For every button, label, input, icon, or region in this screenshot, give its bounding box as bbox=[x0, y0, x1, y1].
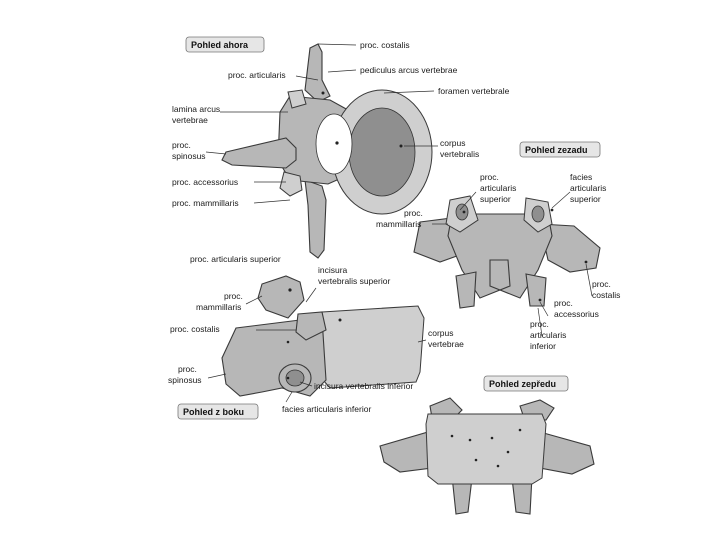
label-accessorius: proc. accessorius bbox=[172, 177, 238, 187]
label-back-mamm-2: mammillaris bbox=[376, 219, 421, 229]
label-back-art-sup-2: articularis bbox=[480, 183, 516, 193]
side-view-vertebra-drawing bbox=[222, 276, 424, 396]
label-spinosus-2: spinosus bbox=[172, 151, 206, 161]
back-view-title: Pohled zezadu bbox=[525, 145, 588, 155]
label-back-art-inf-3: inferior bbox=[530, 341, 556, 351]
label-facies-inf: facies articularis inferior bbox=[282, 404, 371, 414]
label-foramen: foramen vertebrale bbox=[438, 86, 510, 96]
label-incisura-inf: incisura vertebralis inferior bbox=[314, 381, 413, 391]
label-back-acc-2: accessorius bbox=[554, 309, 599, 319]
label-back-acc-1: proc. bbox=[554, 298, 573, 308]
label-side-spin-1: proc. bbox=[178, 364, 197, 374]
side-view: Pohled z boku incisura vertebralis supe bbox=[168, 265, 464, 419]
label-back-art-sup-3: superior bbox=[480, 194, 511, 204]
label-side-mamm-2: mammillaris bbox=[196, 302, 241, 312]
top-view-title: Pohled ahora bbox=[191, 40, 249, 50]
label-side-spin-2: spinosus bbox=[168, 375, 202, 385]
label-lamina-1: lamina arcus bbox=[172, 104, 220, 114]
front-view-vertebra-drawing bbox=[380, 398, 594, 514]
label-side-corpus-2: vertebrae bbox=[428, 339, 464, 349]
label-corpus-2: vertebralis bbox=[440, 149, 479, 159]
label-side-mamm-1: proc. bbox=[224, 291, 243, 301]
label-articularis-superior: proc. articularis superior bbox=[190, 254, 281, 264]
label-back-mamm-1: proc. bbox=[404, 208, 423, 218]
label-back-cost-2: costalis bbox=[592, 290, 620, 300]
label-back-art-inf-2: articularis bbox=[530, 330, 566, 340]
label-back-facies-3: superior bbox=[570, 194, 601, 204]
label-incisura-sup-2: vertebralis superior bbox=[318, 276, 390, 286]
label-incisura-sup-1: incisura bbox=[318, 265, 348, 275]
label-spinosus-1: proc. bbox=[172, 140, 191, 150]
label-lamina-2: vertebrae bbox=[172, 115, 208, 125]
label-back-cost-1: proc. bbox=[592, 279, 611, 289]
label-back-facies-2: articularis bbox=[570, 183, 606, 193]
front-view-title: Pohled zepředu bbox=[489, 379, 556, 389]
back-view-vertebra-drawing bbox=[414, 196, 600, 308]
label-pediculus: pediculus arcus vertebrae bbox=[360, 65, 458, 75]
label-side-costalis: proc. costalis bbox=[170, 324, 220, 334]
label-proc-costalis: proc. costalis bbox=[360, 40, 410, 50]
label-back-facies-1: facies bbox=[570, 172, 592, 182]
label-side-corpus-1: corpus bbox=[428, 328, 454, 338]
front-view: Pohled zepředu bbox=[380, 376, 594, 514]
label-back-art-sup-1: proc. bbox=[480, 172, 499, 182]
label-back-art-inf-1: proc. bbox=[530, 319, 549, 329]
label-corpus-1: corpus bbox=[440, 138, 466, 148]
side-view-title: Pohled z boku bbox=[183, 407, 244, 417]
label-proc-articularis: proc. articularis bbox=[228, 70, 286, 80]
label-mammillaris: proc. mammillaris bbox=[172, 198, 239, 208]
